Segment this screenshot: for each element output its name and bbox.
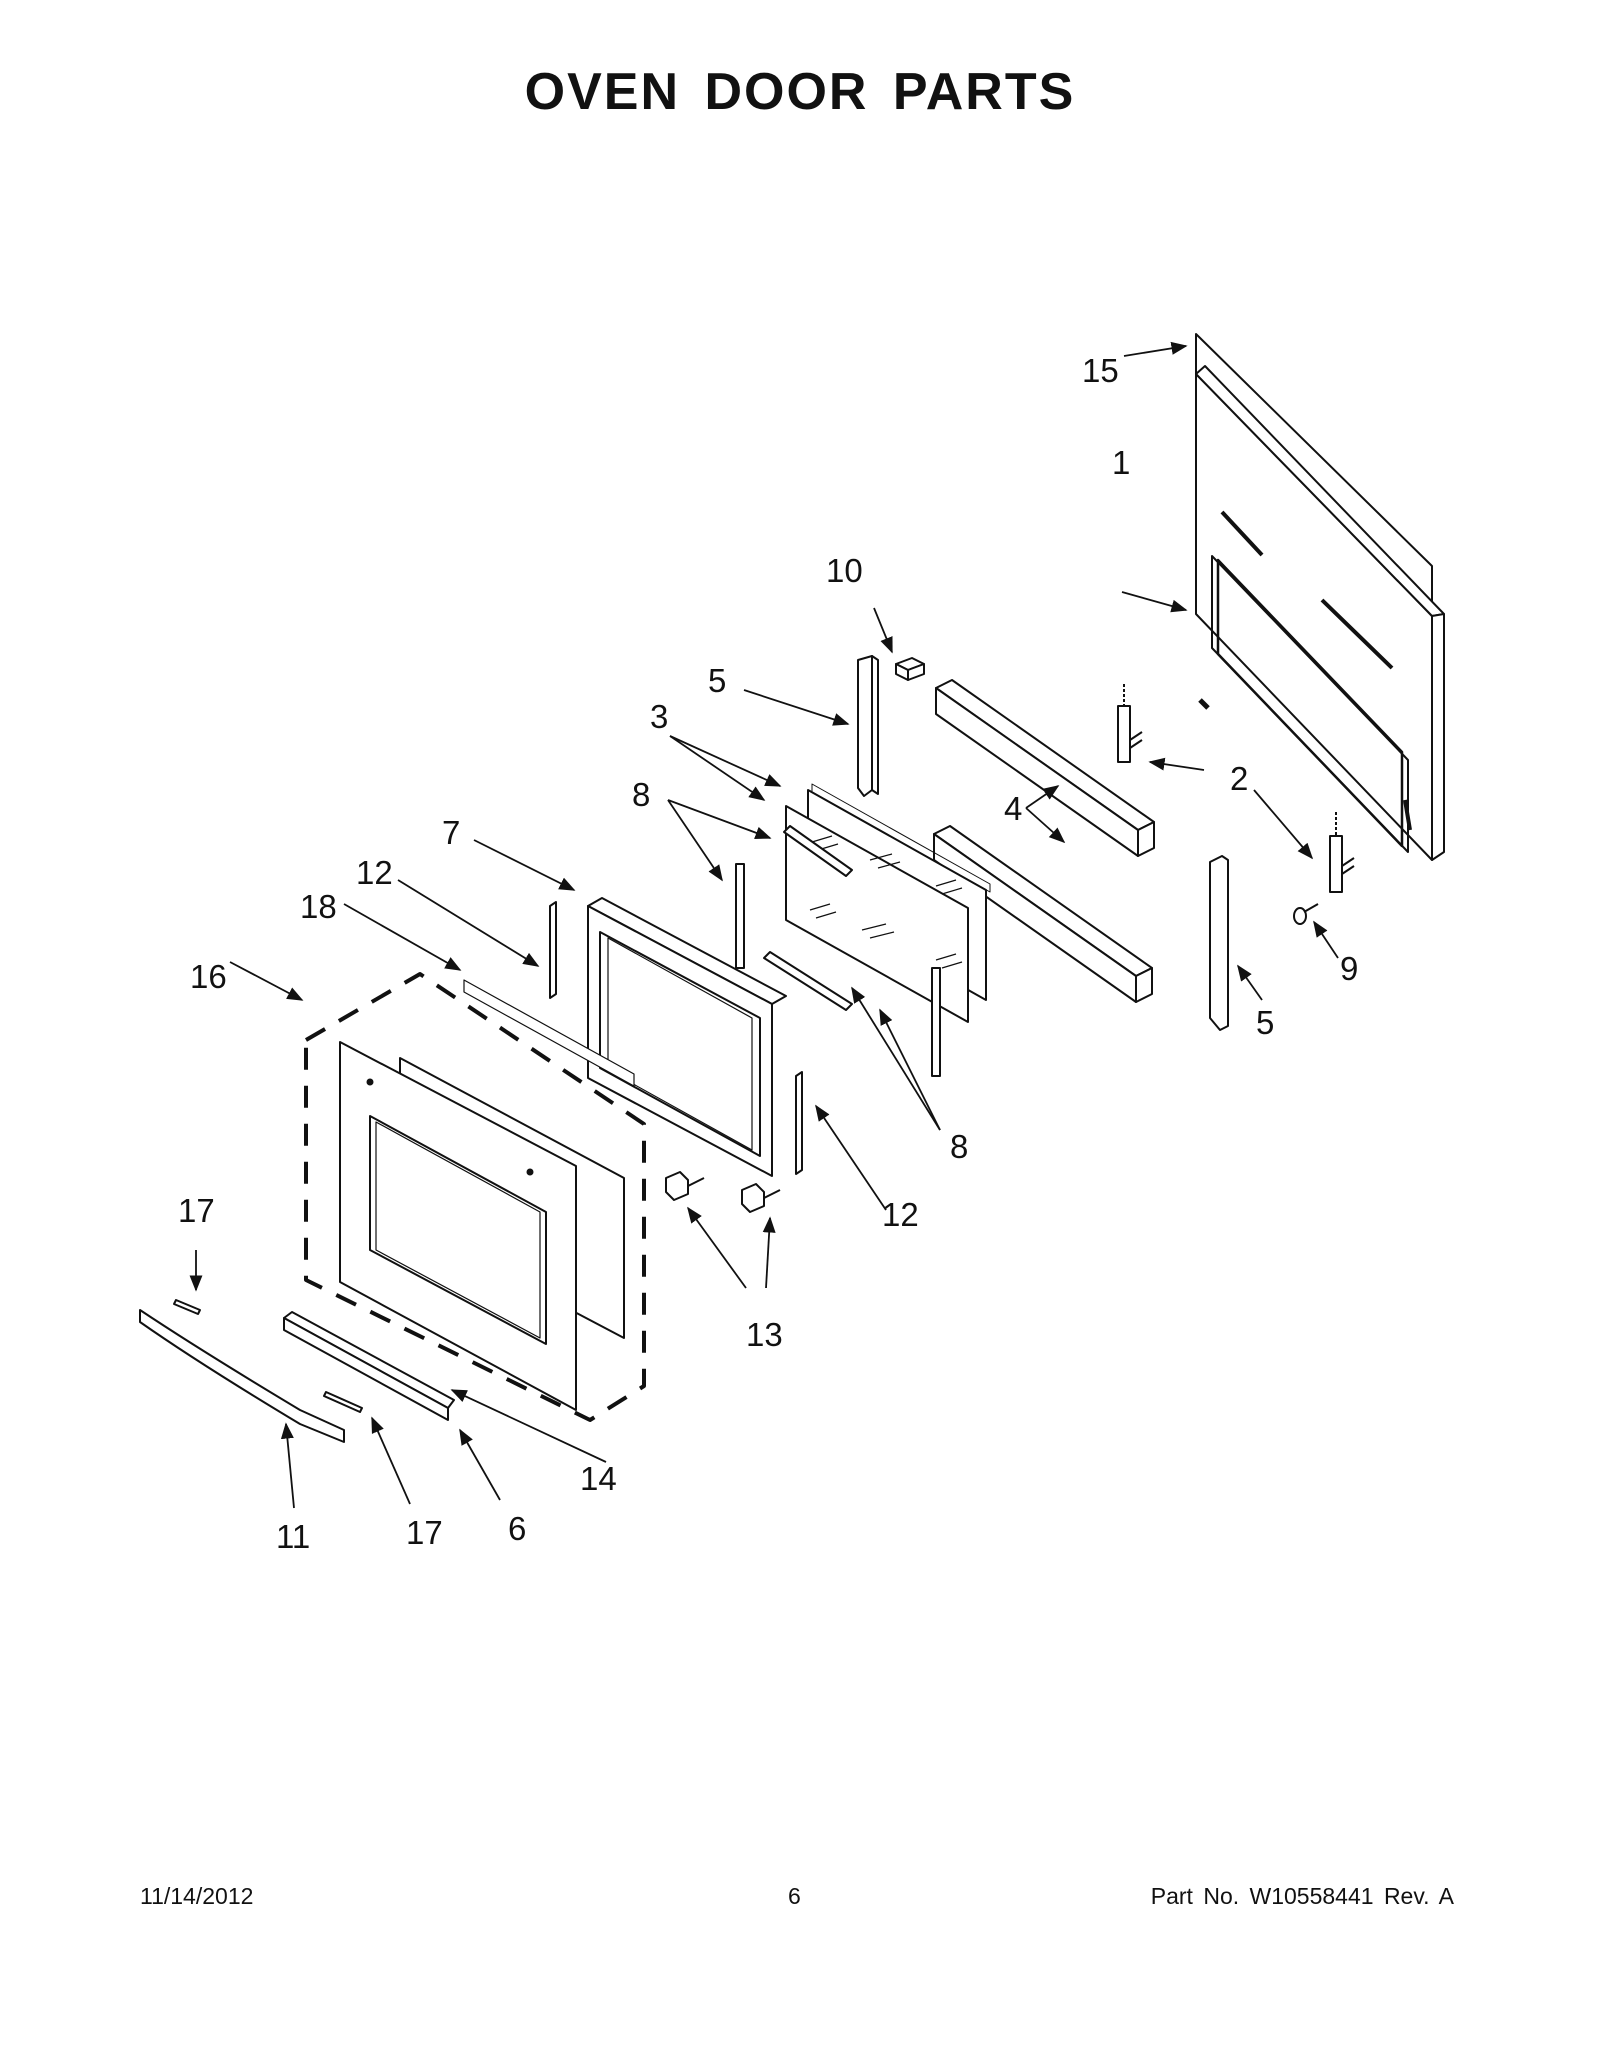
part-10-block — [895, 657, 925, 681]
footer-page-number: 6 — [788, 1883, 801, 1909]
part-5-lower-bracket — [1209, 855, 1229, 1031]
part-17-endcap-right — [323, 1391, 363, 1413]
part-1-inner-door — [1195, 365, 1445, 861]
part-13-screw-left — [665, 1171, 705, 1201]
callout-1: 1 — [1112, 444, 1130, 481]
callout-9: 9 — [1340, 950, 1358, 987]
part-7-door-frame — [587, 897, 787, 1177]
callout-3: 3 — [650, 698, 668, 735]
callout-12-lower: 12 — [882, 1196, 919, 1233]
callout-16: 16 — [190, 958, 227, 995]
part-4-lower-channel — [933, 825, 1153, 1003]
part-8-spacer-vert-left — [735, 863, 745, 969]
callout-7: 7 — [442, 814, 460, 851]
callout-8-upper: 8 — [632, 776, 650, 813]
part-4-upper-channel — [935, 679, 1155, 857]
leader-lines — [189, 341, 1339, 1509]
callout-4: 4 — [1004, 790, 1022, 827]
callout-6: 6 — [508, 1510, 526, 1547]
part-16-outer-door-assembly — [304, 972, 646, 1422]
part-11-handle — [139, 1309, 345, 1443]
part-17-endcap-left — [173, 1299, 201, 1315]
callout-13: 13 — [746, 1316, 783, 1353]
callout-5-upper: 5 — [708, 662, 726, 699]
callout-18: 18 — [300, 888, 337, 925]
part-14-outer-glass — [339, 1041, 625, 1411]
part-12-rail-left — [549, 901, 557, 999]
part-8-spacer-vert-right — [931, 967, 941, 1077]
footer-part-number: Part No. W10558441 Rev. A — [1150, 1883, 1454, 1909]
part-2-hinge-upper — [1117, 684, 1143, 763]
callout-17-upper: 17 — [178, 1192, 215, 1229]
part-18-strip — [463, 979, 635, 1087]
callout-8-lower: 8 — [950, 1128, 968, 1165]
page-title: OVEN DOOR PARTS — [524, 63, 1076, 121]
callout-12-upper: 12 — [356, 854, 393, 891]
part-8-spacer-diag-bottom — [763, 951, 853, 1011]
footer-date: 11/14/2012 — [140, 1883, 254, 1909]
callout-labels: 1 2 3 4 5 5 6 7 8 8 9 10 11 12 12 13 14 … — [178, 352, 1358, 1555]
callout-11: 11 — [276, 1518, 310, 1555]
part-9-pin — [1293, 903, 1319, 925]
callout-10: 10 — [826, 552, 863, 589]
part-8-spacer-diag-top — [783, 825, 853, 877]
part-2-hinge-lower — [1329, 812, 1355, 893]
callout-17-lower: 17 — [406, 1514, 443, 1551]
callout-2: 2 — [1230, 760, 1248, 797]
part-6-bottom-trim — [283, 1311, 455, 1421]
callout-14: 14 — [580, 1460, 617, 1497]
callout-15: 15 — [1082, 352, 1119, 389]
callout-5-lower: 5 — [1256, 1004, 1274, 1041]
part-12-rail-right — [795, 1071, 803, 1175]
part-13-screw-right — [741, 1183, 781, 1213]
part-5-upper-bracket — [857, 655, 879, 797]
